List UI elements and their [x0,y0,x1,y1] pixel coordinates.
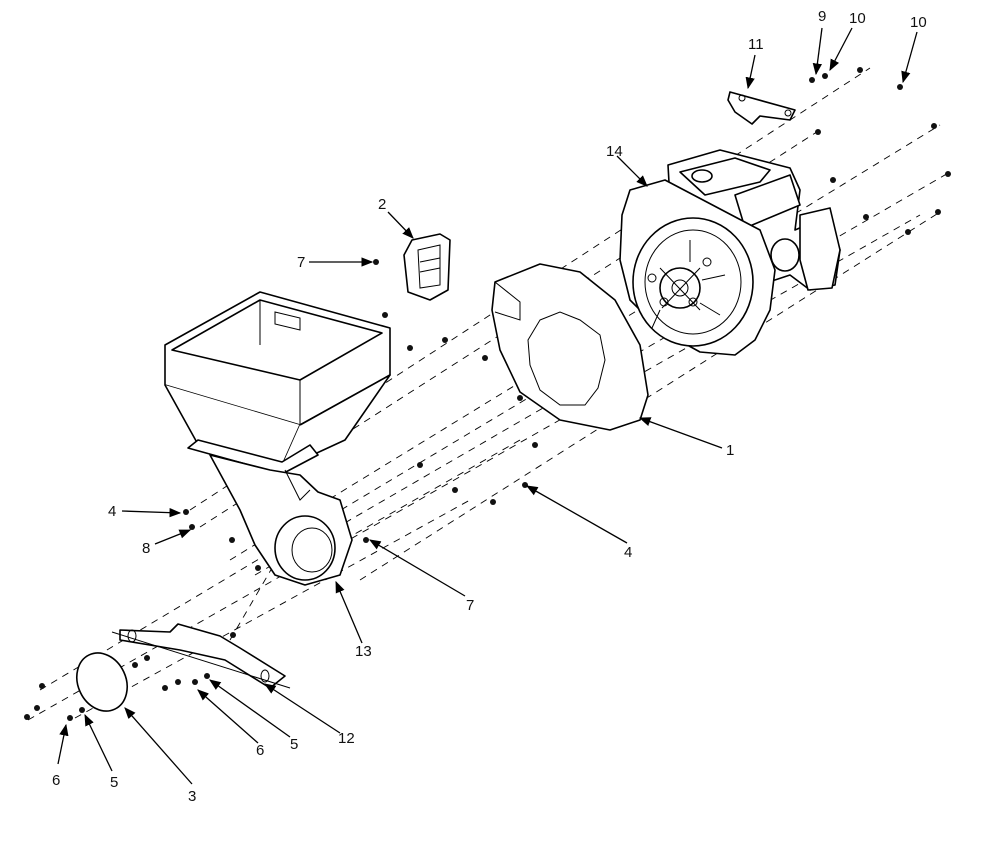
callout-5-left: 5 [110,774,118,791]
callout-14: 14 [606,143,623,160]
blower-housing-part [209,454,353,586]
callout-10-b: 10 [910,14,927,31]
callout-6-mid: 6 [256,742,264,759]
engine-assembly-part [619,149,841,356]
callout-4-right: 4 [624,544,632,561]
callout-9: 9 [818,8,826,25]
callout-5-mid: 5 [290,736,298,753]
callout-labels: 1 2 3 4 4 5 5 6 6 7 7 8 9 10 10 11 12 13… [52,8,927,805]
leader-lines [57,27,918,785]
callout-12: 12 [338,730,355,747]
lift-bracket-part [727,91,796,125]
callout-8: 8 [142,540,150,557]
callout-11: 11 [748,36,764,53]
callout-4-left: 4 [108,503,116,520]
callout-3: 3 [188,788,196,805]
callout-13: 13 [355,643,372,660]
callout-7-top: 7 [297,254,305,271]
callout-10-a: 10 [849,10,866,27]
hopper-part [164,291,391,475]
assembly-lines [27,67,951,721]
discharge-cover-part [76,652,128,712]
hardware-dots [24,67,951,721]
axle-frame-part [111,623,291,689]
callout-7-housing: 7 [466,597,474,614]
callout-2: 2 [378,196,386,213]
vent-bracket-part [403,233,451,301]
callout-6-left: 6 [52,772,60,789]
callout-1: 1 [726,442,734,459]
chute-housing-part [491,263,649,431]
